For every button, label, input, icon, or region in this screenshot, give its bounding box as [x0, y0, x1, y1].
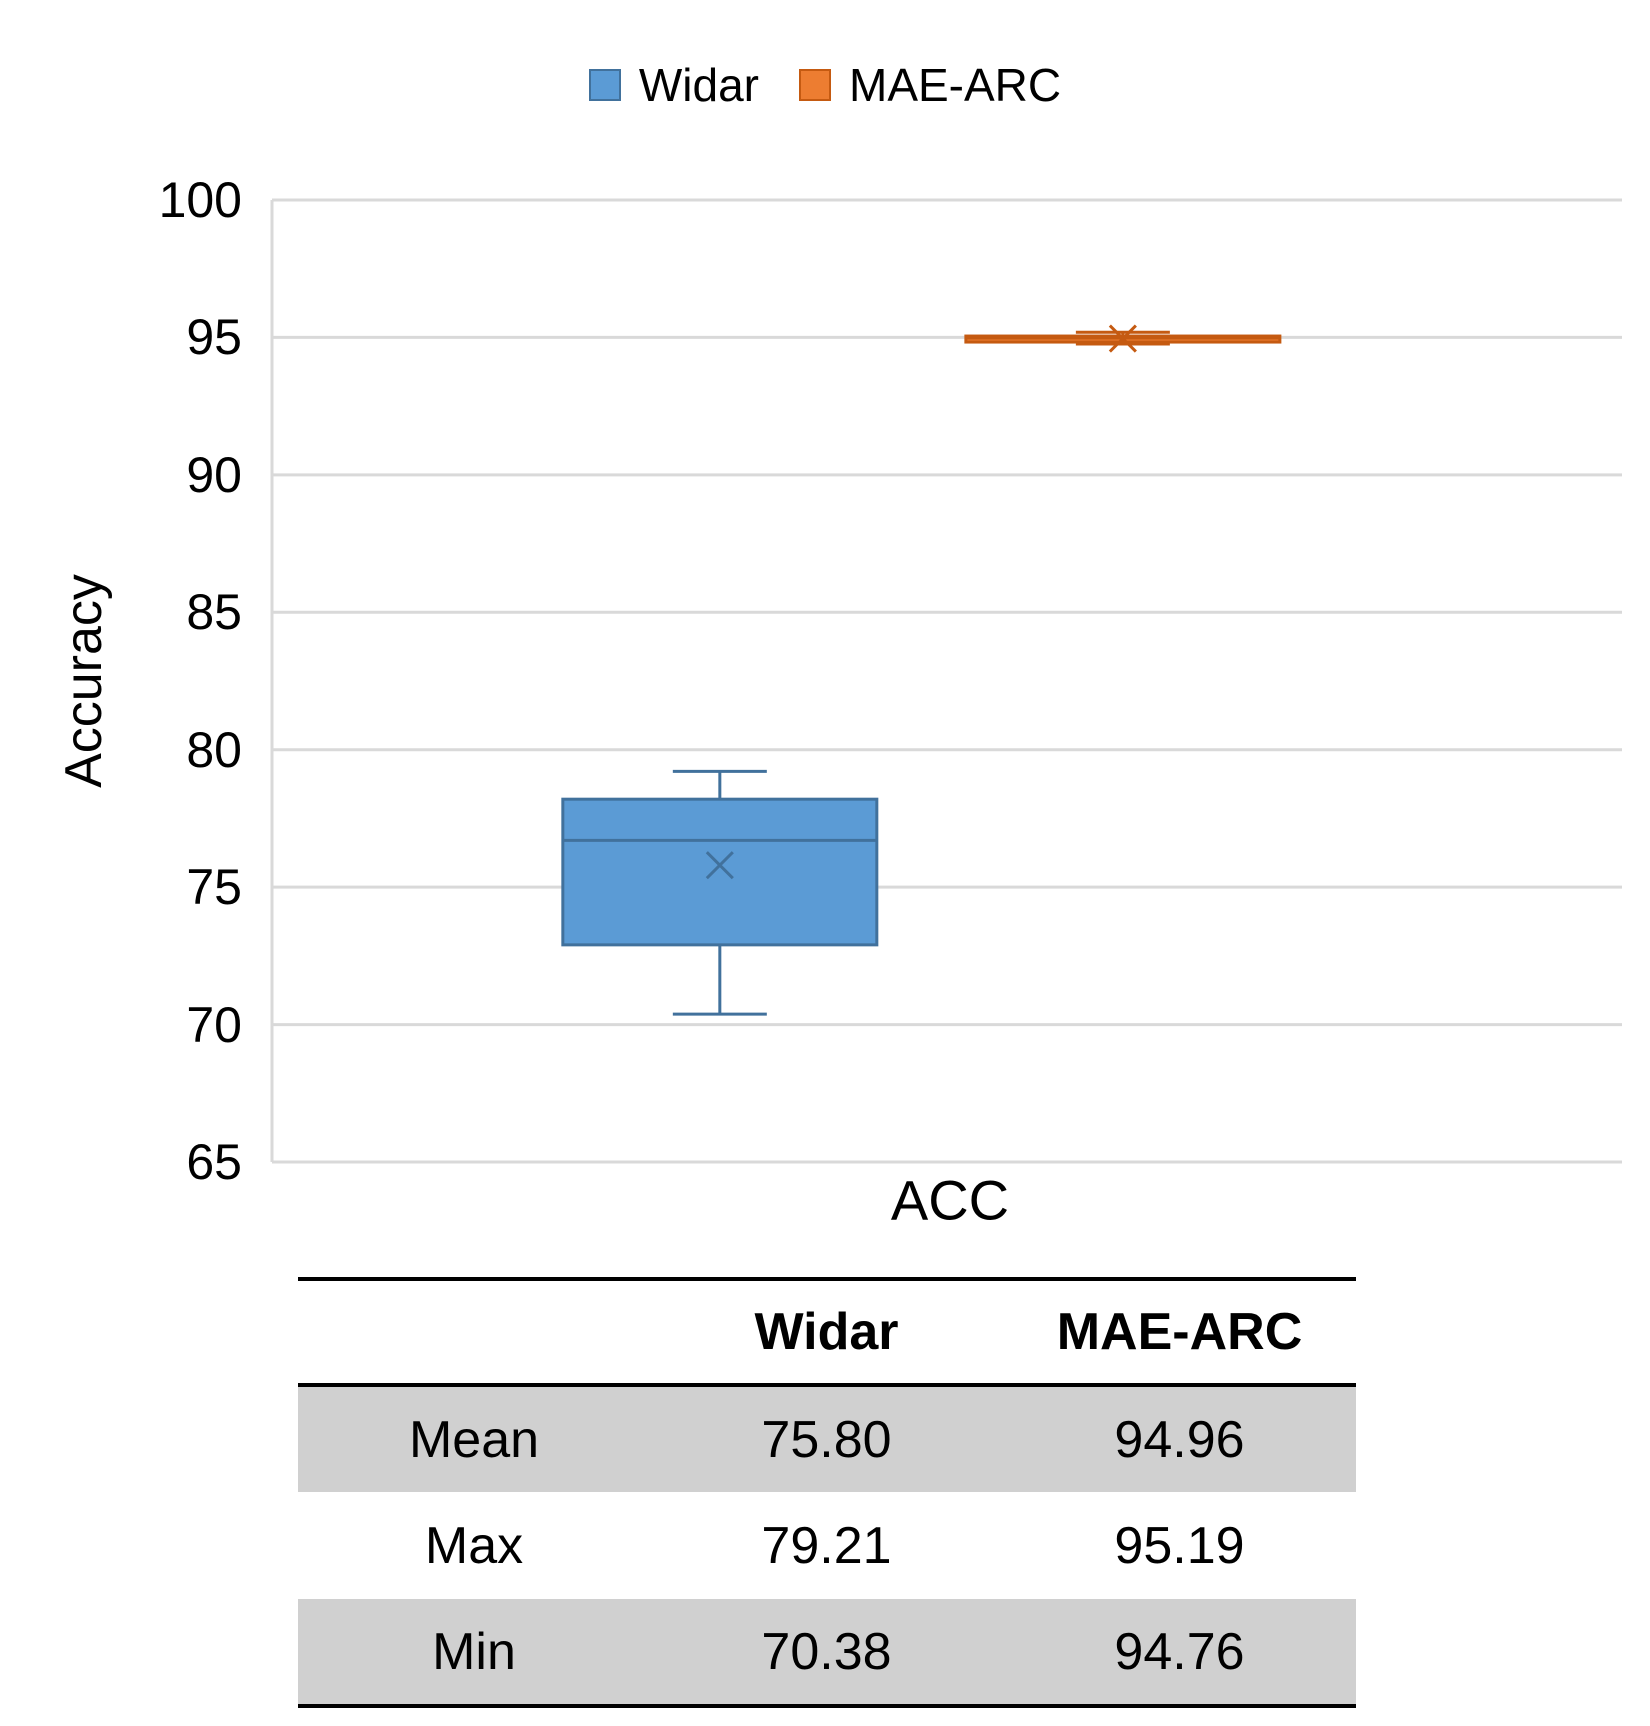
- mean-marker-widar: [705, 851, 734, 880]
- stats-cell: 75.80: [761, 1410, 892, 1469]
- mean-marker-mae-arc: [1108, 324, 1137, 353]
- legend-label-mae-arc: MAE-ARC: [849, 59, 1062, 111]
- stats-table: Widar MAE-ARC Mean 75.80 94.96 Max 79.21…: [298, 1277, 1356, 1708]
- y-axis-title: Accuracy: [55, 574, 113, 788]
- legend-item-widar: Widar: [588, 58, 759, 112]
- stats-cell: Mean: [408, 1410, 540, 1469]
- y-tick-label: 70: [186, 996, 242, 1053]
- y-tick-label: 100: [158, 172, 242, 228]
- stats-cell: Max: [424, 1516, 524, 1575]
- stats-header-cell: Widar: [754, 1303, 899, 1361]
- y-tick-label: 85: [186, 584, 242, 641]
- box-widar: [561, 797, 879, 947]
- y-tick-label: 65: [186, 1134, 242, 1190]
- y-tick-label: 95: [186, 309, 242, 366]
- y-tick-label: 90: [186, 446, 242, 503]
- stats-header-cell: [298, 1279, 650, 1385]
- y-tick-label: 75: [186, 859, 242, 916]
- legend: Widar MAE-ARC: [0, 58, 1650, 112]
- stats-cell: 79.21: [761, 1516, 892, 1575]
- stats-row-min: Min 70.38 94.76: [298, 1599, 1356, 1706]
- stats-cell: 70.38: [761, 1622, 892, 1681]
- legend-label-widar: Widar: [638, 59, 759, 111]
- box-plot: [270, 198, 1622, 1164]
- stats-cell: 95.19: [1114, 1516, 1245, 1575]
- stats-header-row: Widar MAE-ARC: [298, 1279, 1356, 1385]
- legend-swatch-widar: [588, 69, 621, 101]
- stats-cell: Min: [432, 1622, 516, 1681]
- x-axis-label: ACC: [890, 1168, 1010, 1232]
- legend-swatch-mae-arc: [799, 69, 831, 101]
- legend-item-mae-arc: MAE-ARC: [799, 58, 1061, 112]
- stats-row-max: Max 79.21 95.19: [298, 1492, 1356, 1599]
- mean-marker-stroke: [1108, 324, 1137, 353]
- stats-cell: 94.76: [1114, 1622, 1245, 1681]
- y-tick-label: 80: [186, 721, 242, 778]
- stats-cell: 94.96: [1114, 1410, 1245, 1469]
- mean-marker-stroke: [705, 851, 734, 880]
- stats-row-mean: Mean 75.80 94.96: [298, 1385, 1356, 1492]
- stats-header-cell: MAE-ARC: [1056, 1303, 1303, 1361]
